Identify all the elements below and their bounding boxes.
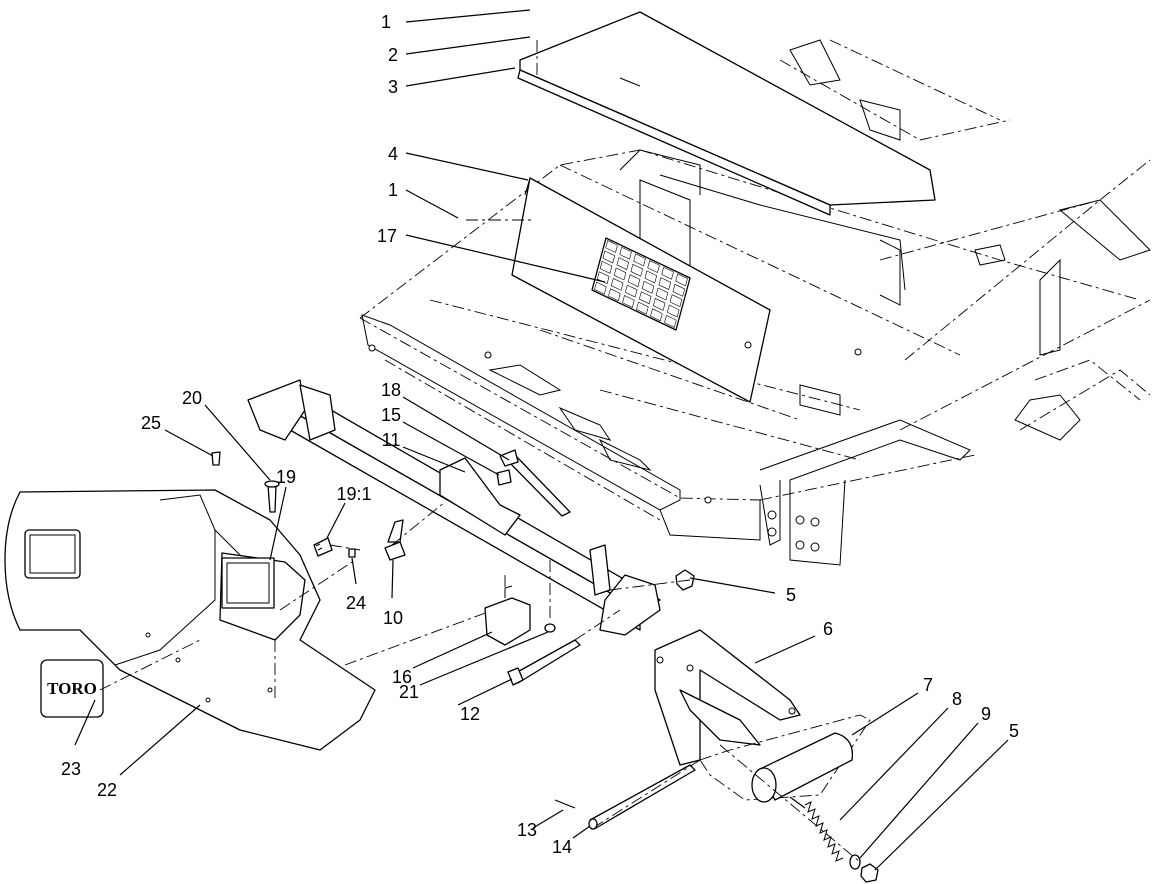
decal-pictogram — [641, 280, 655, 294]
front-cross-beam — [247, 379, 661, 636]
decal-pictogram — [624, 284, 638, 298]
callout-21: 21 — [399, 682, 419, 702]
headlight — [219, 552, 306, 641]
screw — [211, 451, 221, 466]
callout-8: 8 — [952, 689, 962, 709]
decal-pictogram — [675, 273, 688, 287]
decal-pictogram — [633, 253, 646, 267]
nut-lower — [860, 863, 879, 883]
decal-pictogram — [630, 263, 644, 277]
callout-1-top: 1 — [381, 12, 391, 32]
callout-10: 10 — [383, 608, 403, 628]
flange-nut — [544, 623, 556, 633]
decal-pictogram — [664, 315, 677, 328]
assembly-lines — [99, 40, 861, 863]
decal-pictogram — [605, 240, 618, 253]
callout-3: 3 — [388, 77, 398, 97]
decal-pictogram — [608, 288, 621, 302]
callout-13: 13 — [517, 820, 537, 840]
callout-7: 7 — [923, 675, 933, 695]
decal-pictogram — [638, 291, 652, 305]
front-hood — [4, 489, 376, 751]
bolt-small — [496, 469, 512, 486]
decal-pictogram — [602, 250, 616, 264]
logo-text: TORO — [47, 679, 97, 698]
rubber-bumper — [484, 585, 531, 646]
washer — [849, 854, 861, 870]
callout-19: 19 — [276, 467, 296, 487]
callout-6: 6 — [823, 619, 833, 639]
callout-12: 12 — [460, 704, 480, 724]
flange-bolt — [384, 519, 406, 561]
callout-5-lower: 5 — [1009, 721, 1019, 741]
callout-11: 11 — [382, 430, 401, 450]
callout-25: 25 — [141, 413, 161, 433]
decal-pictogram — [652, 298, 666, 311]
decal-pictogram — [666, 304, 680, 318]
decal-pictogram — [622, 295, 635, 308]
decal-pictogram — [627, 274, 641, 288]
callout-4: 4 — [388, 144, 398, 164]
decal-pictogram — [655, 287, 669, 301]
decal-pictogram — [610, 278, 624, 291]
top-cover-plate — [517, 11, 936, 216]
decal-pictogram — [594, 281, 607, 295]
callout-19-1: 19:1 — [336, 484, 371, 504]
long-bolt — [507, 639, 581, 686]
hood-pin — [264, 480, 280, 513]
nut-upper — [675, 569, 695, 591]
roller — [751, 732, 854, 803]
clip — [348, 548, 356, 558]
decal-pictogram — [636, 301, 649, 315]
callout-17: 17 — [377, 226, 397, 246]
decal-pictogram — [644, 270, 658, 284]
callout-2: 2 — [388, 45, 398, 65]
decal-pictogram — [613, 267, 627, 281]
roller-platform — [699, 714, 871, 801]
decal-pictogram — [596, 271, 610, 285]
callout-18: 18 — [381, 380, 401, 400]
decal-pictogram — [658, 277, 672, 290]
decal-pictogram — [599, 260, 613, 274]
chassis-frame — [359, 39, 1151, 521]
decal-pictogram — [616, 257, 630, 270]
warning-decal — [591, 237, 691, 331]
front-mount-bracket — [654, 629, 801, 766]
decal-pictogram — [669, 294, 683, 308]
decal-pictogram — [650, 308, 663, 322]
callout-9: 9 — [981, 704, 991, 724]
callout-14: 14 — [552, 837, 572, 857]
callout-22: 22 — [97, 780, 117, 800]
decal-pictogram — [672, 283, 686, 297]
spring — [789, 796, 844, 862]
callout-15: 15 — [381, 405, 401, 425]
pivot-pin — [588, 764, 696, 830]
leader-lines — [74, 9, 1009, 871]
callout-20: 20 — [182, 388, 202, 408]
angle-bolt — [499, 449, 571, 517]
callout-16: 16 — [392, 667, 412, 687]
toro-logo-decal: TORO — [40, 659, 104, 718]
cotter-pin — [554, 799, 576, 809]
light-connector — [313, 537, 333, 557]
callout-5-upper: 5 — [786, 585, 796, 605]
callout-1-panel: 1 — [388, 180, 398, 200]
callout-23: 23 — [61, 759, 81, 779]
decal-pictogram — [661, 266, 674, 280]
callout-labels: 1 2 3 4 1 17 18 15 11 20 25 19 19:1 24 1… — [61, 12, 1019, 857]
decal-pictogram — [619, 246, 632, 260]
decal-pictogram — [647, 260, 660, 273]
callout-24: 24 — [346, 593, 366, 613]
